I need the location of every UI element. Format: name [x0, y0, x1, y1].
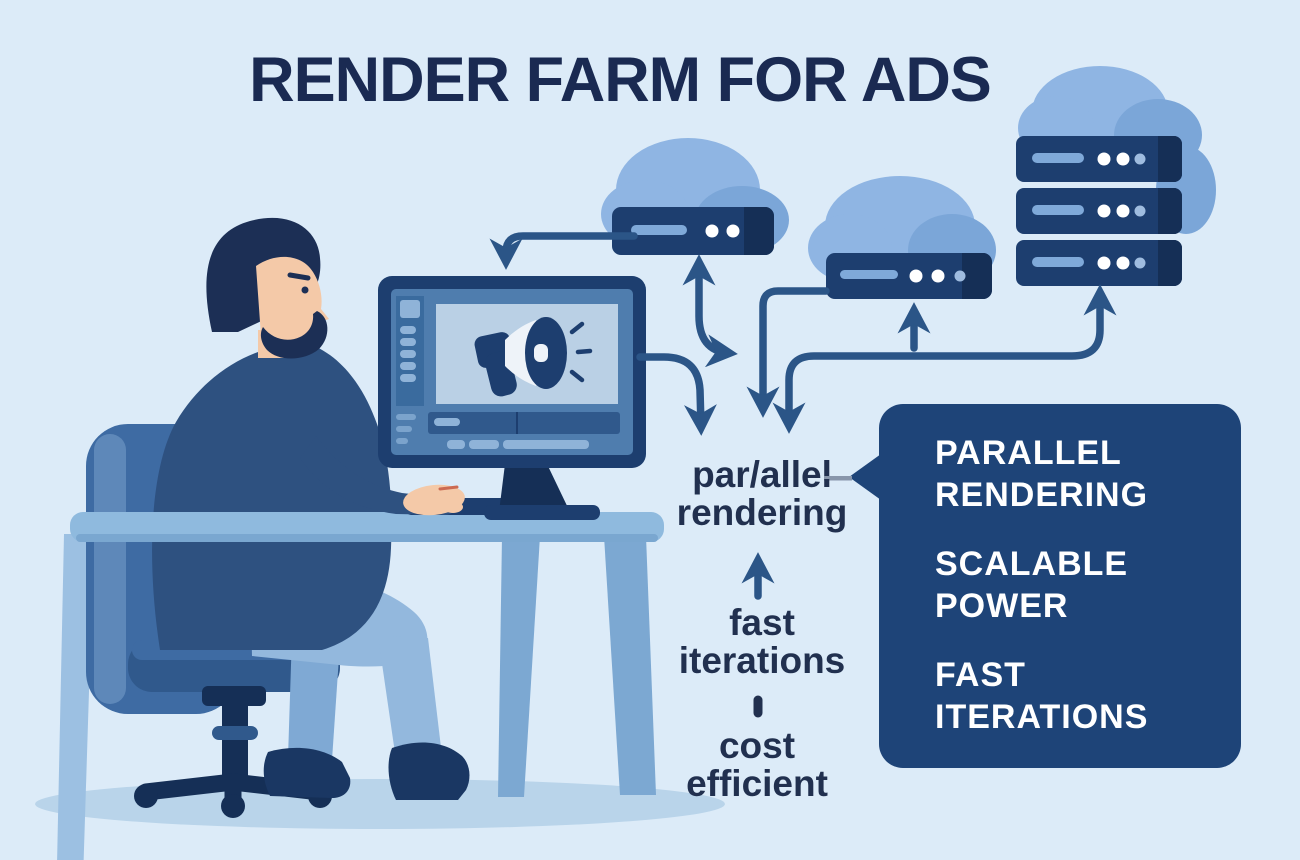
- flow-label-line: efficient: [686, 763, 828, 804]
- page-title: RENDER FARM FOR ADS: [249, 45, 992, 115]
- flow-label-line: par/allel: [692, 454, 832, 495]
- beard: [260, 311, 328, 359]
- flow-label-fast-iterations: fast iterations: [637, 604, 887, 680]
- eyebrow: [287, 272, 311, 281]
- right-shoe: [388, 742, 470, 800]
- person: [152, 217, 470, 800]
- data-flow-arrows: [489, 232, 1117, 718]
- panel-item-line: POWER: [935, 587, 1069, 625]
- flow-label-parallel-rendering: par/allel rendering: [637, 456, 887, 532]
- flow-label-cost-efficient: cost efficient: [632, 727, 882, 803]
- flow-label-line: iterations: [678, 640, 846, 681]
- panel-item-line: ITERATIONS: [935, 698, 1149, 736]
- cloud-server-1-icon: [601, 138, 789, 255]
- cloud-server-2-icon: [808, 176, 996, 299]
- panel-item-line: PARALLEL: [935, 434, 1122, 472]
- panel-item-line: SCALABLE: [935, 545, 1129, 583]
- wrist-mark: [438, 485, 459, 491]
- panel-connector: [824, 476, 852, 479]
- monitor: [378, 276, 646, 520]
- arm-and-hand: [300, 436, 465, 516]
- megaphone-icon: [474, 317, 593, 397]
- flow-label-line: fast: [729, 602, 795, 643]
- panel-item-fast-iterations: FAST ITERATIONS: [935, 654, 1221, 738]
- panel-item-line: FAST: [935, 656, 1026, 694]
- panel-item-scalable-power: SCALABLE POWER: [935, 543, 1221, 627]
- monitor-stand: [499, 464, 570, 512]
- app-timeline: [428, 412, 620, 434]
- flow-label-line: rendering: [676, 492, 848, 533]
- flow-label-line: cost: [718, 725, 796, 766]
- eye: [301, 286, 309, 294]
- panel-tail-pointer: [849, 454, 881, 500]
- panel-item-line: RENDERING: [935, 476, 1149, 514]
- left-shoe: [263, 747, 351, 798]
- benefits-panel: PARALLEL RENDERING SCALABLE POWER FAST I…: [824, 404, 1241, 768]
- server-rack-icon: [1016, 66, 1216, 286]
- desk-front-leg: [57, 534, 94, 860]
- panel-item-parallel-rendering: PARALLEL RENDERING: [935, 432, 1221, 516]
